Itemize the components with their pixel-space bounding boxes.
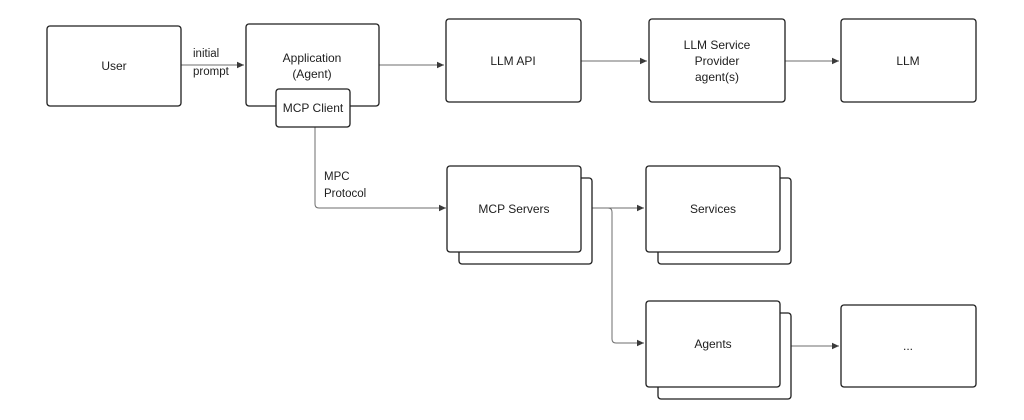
node-llm-service-label-line1: LLM Service: [684, 38, 751, 52]
node-user-label: User: [101, 59, 126, 73]
edge-label-initial: initial: [193, 48, 219, 60]
node-services-label: Services: [690, 202, 736, 216]
node-agents[interactable]: Agents: [645, 300, 792, 400]
node-llm-api[interactable]: LLM API: [445, 18, 582, 103]
edge-mcp-client-to-mcp-servers: [314, 127, 446, 212]
node-llm-label: LLM: [896, 54, 919, 68]
node-mcp-client[interactable]: MCP Client: [275, 88, 351, 128]
edge-mcp-servers-to-agents: [581, 207, 644, 347]
node-services[interactable]: Services: [645, 165, 792, 265]
node-user[interactable]: User: [46, 25, 182, 107]
node-llm-api-label: LLM API: [490, 54, 535, 68]
edge-label-protocol: Protocol: [324, 188, 366, 200]
edge-label-mpc: MPC: [324, 171, 350, 183]
node-llm[interactable]: LLM: [840, 18, 977, 103]
node-llm-service-label-line3: agent(s): [695, 70, 739, 84]
node-more[interactable]: ...: [840, 304, 977, 388]
node-more-label: ...: [903, 339, 913, 353]
node-llm-service-label-line2: Provider: [695, 54, 740, 68]
node-mcp-client-label: MCP Client: [283, 101, 344, 115]
node-application-label-line1: Application: [283, 51, 342, 65]
node-mcp-servers-label: MCP Servers: [478, 202, 549, 216]
node-llm-service-provider[interactable]: LLM Service Provider agent(s): [648, 18, 786, 103]
node-agents-label: Agents: [694, 337, 731, 351]
edge-label-prompt: prompt: [193, 66, 230, 78]
node-mcp-servers[interactable]: MCP Servers: [446, 165, 593, 265]
node-application-label-line2: (Agent): [292, 67, 331, 81]
